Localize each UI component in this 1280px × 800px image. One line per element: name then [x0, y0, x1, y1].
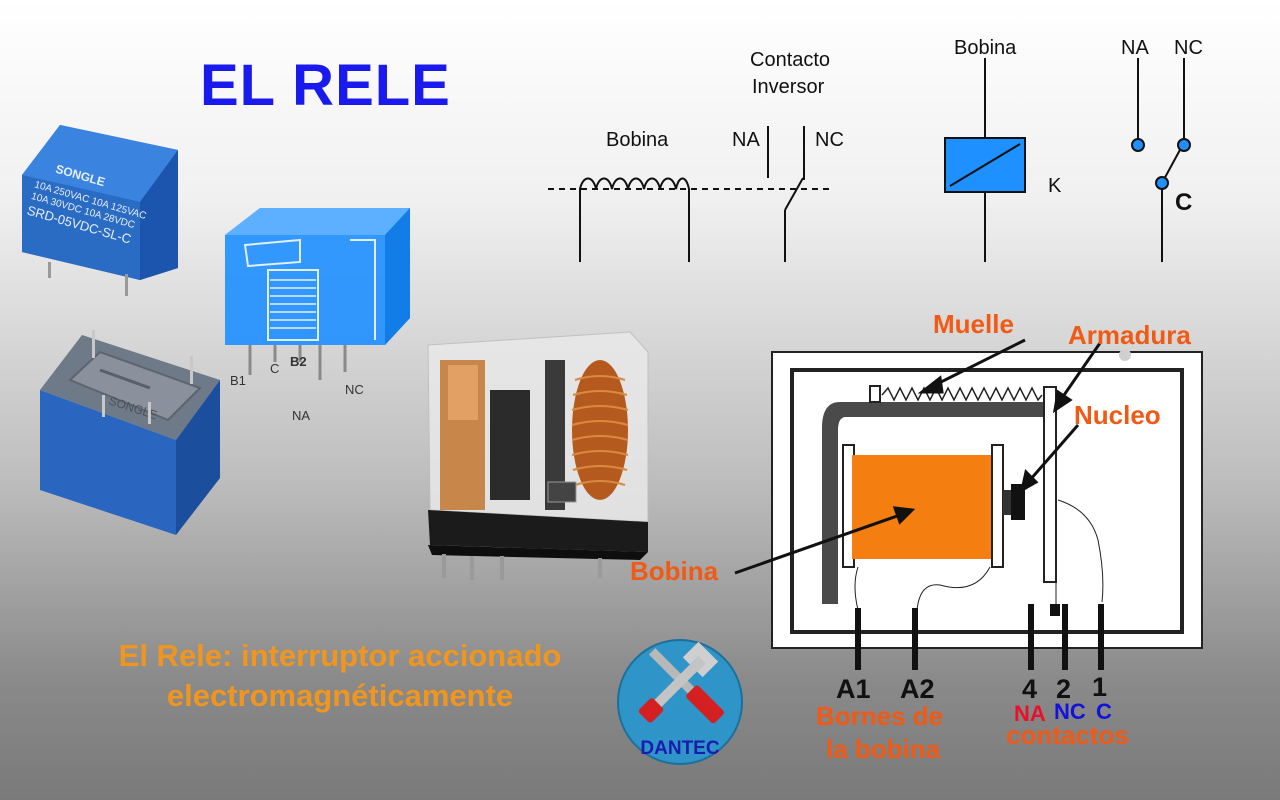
symbol-common-label: C — [1175, 189, 1192, 216]
symbol-nc-label: NC — [1174, 37, 1203, 59]
schematic-nc-label: NC — [815, 129, 844, 151]
schematic-coil-symbol — [944, 58, 1026, 262]
pin-label-nc: NC — [345, 382, 364, 397]
label-nucleo: Nucleo — [1074, 400, 1161, 430]
contact-na-label: NA — [1014, 701, 1046, 726]
label-contactos: contactos — [1006, 720, 1129, 750]
relay-photo-bottom: SONGLE — [40, 330, 220, 535]
pin-label-b2: B2 — [290, 354, 307, 369]
symbol-k-label: K — [1048, 175, 1062, 197]
schematic-contact-title-1: Contacto — [750, 49, 830, 71]
dantec-logo: DANTEC — [617, 639, 743, 765]
symbol-na-label: NA — [1121, 37, 1149, 59]
contact-c-label: C — [1096, 699, 1112, 724]
contact-nc-label: NC — [1054, 699, 1086, 724]
relay-construction-diagram: Muelle Armadura Nucleo Bobina Bornes de … — [630, 309, 1203, 764]
schematic-na-label: NA — [732, 129, 760, 151]
schematic-coil-contact — [548, 126, 830, 262]
pin-label-na: NA — [292, 408, 310, 423]
label-bornes-line-2: la bobina — [826, 734, 941, 764]
schematic-coil-label: Bobina — [606, 129, 669, 151]
terminal-2-label: 2 — [1056, 674, 1071, 704]
terminal-1-label: 1 — [1092, 672, 1107, 702]
label-bornes-line-1: Bornes de — [816, 701, 943, 731]
terminal-a1-label: A1 — [836, 674, 871, 704]
label-armadura: Armadura — [1068, 320, 1191, 350]
schematic-contact-symbol — [1131, 58, 1191, 262]
relay-photo-top: SONGLE 10A 250VAC 10A 125VAC 10A 30VDC 1… — [22, 125, 178, 296]
caption-line-1: El Rele: interruptor accionado — [118, 638, 562, 673]
label-muelle: Muelle — [933, 309, 1014, 339]
terminal-a2-label: A2 — [900, 674, 935, 704]
schematic-contact-title-2: Inversor — [752, 76, 825, 98]
pin-label-b1: B1 — [230, 373, 246, 388]
label-bobina: Bobina — [630, 556, 719, 586]
slide-caption: El Rele: interruptor accionado electroma… — [60, 636, 620, 716]
slide-title: EL RELE — [200, 53, 451, 118]
pin-label-c: C — [270, 361, 279, 376]
symbol-coil-label: Bobina — [954, 37, 1017, 59]
logo-text: DANTEC — [640, 738, 719, 759]
relay-photo-industrial — [427, 331, 649, 580]
terminal-4-label: 4 — [1022, 674, 1037, 704]
tools-icon — [638, 641, 725, 724]
caption-line-2: electromagnéticamente — [166, 678, 514, 713]
relay-3d-model: B1 C B2 NC NA — [225, 208, 410, 423]
